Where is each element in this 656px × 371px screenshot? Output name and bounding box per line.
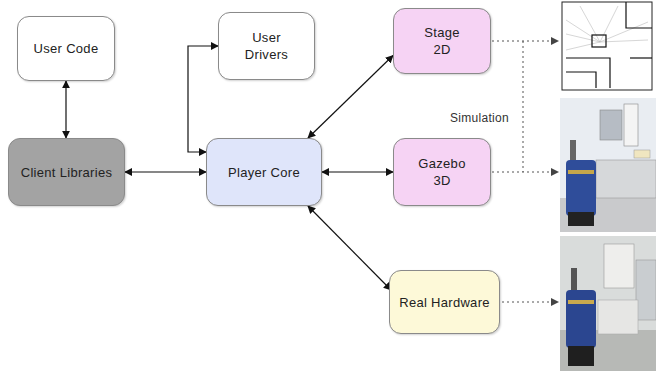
process-box: Stage 2D <box>393 8 491 74</box>
dotted-leader <box>492 41 552 42</box>
shelf <box>636 260 656 320</box>
robot-body <box>566 290 596 348</box>
logo-plate <box>634 150 650 158</box>
robot-arm <box>571 268 577 292</box>
counter <box>596 160 656 198</box>
map-wall <box>626 2 652 28</box>
process-box: User Code <box>17 16 115 81</box>
connector-arrow <box>322 171 393 172</box>
real-robot-picture <box>560 236 656 371</box>
map-wall <box>630 57 652 58</box>
process-box: Real Hardware <box>389 270 500 334</box>
map-wall <box>566 58 610 88</box>
robot-marker <box>592 35 606 47</box>
leader-head <box>551 298 559 306</box>
photo-background <box>560 236 656 371</box>
kitchen-simulation-picture <box>560 98 656 232</box>
robot-base <box>568 346 594 366</box>
connector-arrow <box>65 81 66 138</box>
process-box: Client Libraries <box>8 138 125 206</box>
laser-ray <box>600 6 618 42</box>
map-walls <box>566 2 652 88</box>
robot-stripe <box>568 170 594 174</box>
box-label: Real Hardware <box>399 294 490 311</box>
robot-stripe <box>568 300 594 304</box>
simulation-bracket <box>523 41 524 172</box>
dotted-leader <box>492 172 552 173</box>
process-box: Player Core <box>206 138 322 206</box>
leader-head <box>551 37 559 45</box>
map-frame <box>562 2 652 90</box>
box-label: User Code <box>34 40 99 57</box>
group-label: Simulation <box>450 111 509 126</box>
connector-arrow <box>125 171 206 172</box>
cabinet <box>624 104 638 146</box>
laser-ray <box>580 6 600 42</box>
leader-heads <box>551 37 559 306</box>
map-picture <box>562 2 652 90</box>
process-box: User Drivers <box>218 12 315 80</box>
cabinet <box>600 110 622 140</box>
laser-ray <box>600 40 648 42</box>
laser-ray <box>566 20 600 42</box>
dotted-leaders <box>492 41 552 302</box>
robot-arm <box>570 140 576 162</box>
cupboard <box>604 244 634 288</box>
leader-head <box>551 168 559 176</box>
laser-ray <box>600 22 648 42</box>
counter <box>598 300 638 334</box>
laser-ray <box>566 42 600 50</box>
connector-arrow <box>188 46 218 152</box>
connector-arrow <box>308 56 393 138</box>
connector-arrow <box>308 206 391 290</box>
scene-background <box>560 98 656 232</box>
box-label: Player Core <box>228 164 300 181</box>
box-label: Stage 2D <box>418 24 466 58</box>
box-label: User Drivers <box>237 29 297 63</box>
dotted-leader <box>497 302 552 303</box>
box-label: Gazebo 3D <box>415 155 469 189</box>
robot-base <box>568 212 594 226</box>
map-wall <box>566 72 596 88</box>
robot-body <box>566 160 596 216</box>
process-box: Gazebo 3D <box>393 138 491 206</box>
box-label: Client Libraries <box>21 164 113 181</box>
